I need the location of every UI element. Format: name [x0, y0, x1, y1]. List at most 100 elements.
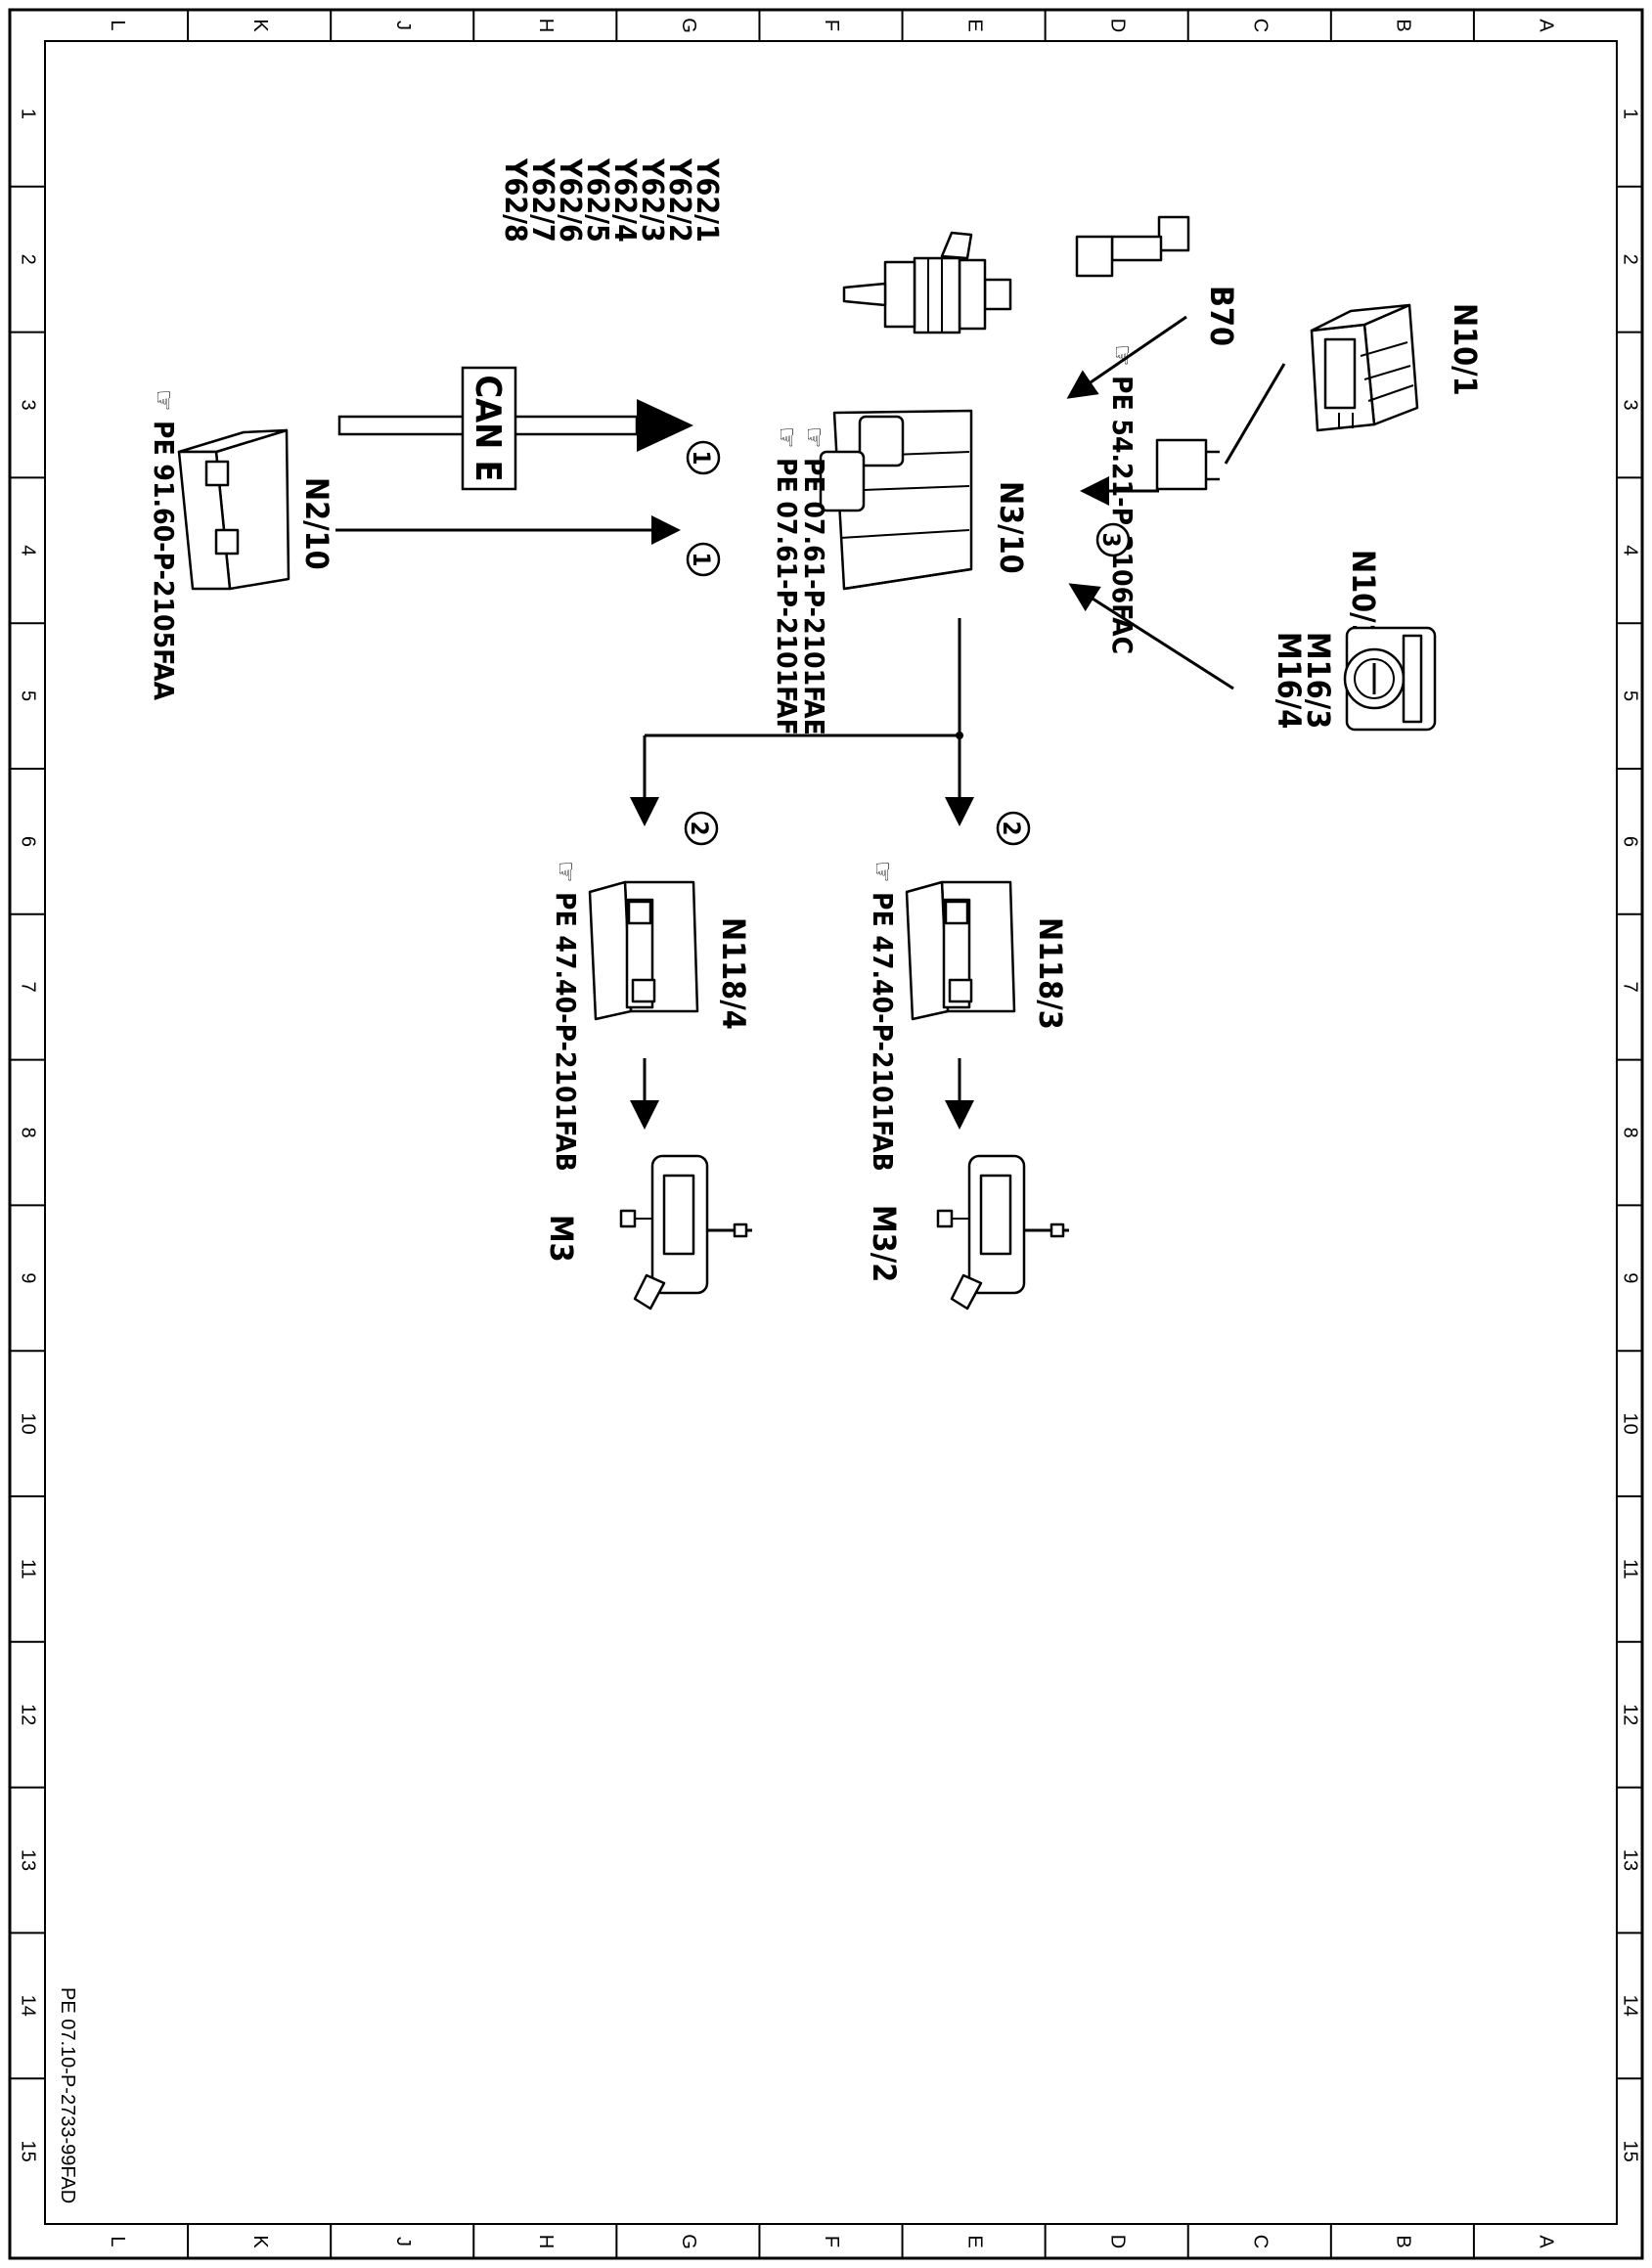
n10-1kn-ref-text: PE 54.21-P-2106FAC: [1106, 376, 1139, 654]
grid-row-label-left: 7: [18, 982, 39, 993]
n118-4-ref: ☞ PE 47.40-P-2101FAB: [550, 861, 582, 1172]
grid-row-label-left: 13: [18, 1849, 39, 1871]
grid-column-label-bottom: H: [535, 2235, 557, 2248]
grid-column-label-bottom: F: [821, 2236, 842, 2247]
b70-to-ecu-arrow: [1066, 315, 1187, 399]
grid-column-label-top: K: [249, 19, 271, 32]
grid-row-label-right: 14: [1620, 1995, 1641, 2017]
hand-icon: ☞: [798, 426, 830, 449]
y62-4-label: Y62/4: [607, 157, 642, 243]
y62-3-label: Y62/3: [635, 157, 669, 243]
marker-2b-text: 2: [686, 821, 713, 835]
m3-fuel-pump-icon: [619, 1154, 752, 1311]
n118-4-label: N118/4: [715, 917, 752, 1030]
m16-4-label: M16/4: [1271, 632, 1308, 729]
marker-2a-text: 2: [998, 821, 1025, 835]
grid-row-label-left: 12: [18, 1704, 39, 1725]
grid-column-label-top: L: [107, 20, 128, 30]
n2-10-ref-text: PE 91.60-P-2105FAA: [148, 421, 180, 701]
grid-column-label-bottom: B: [1393, 2235, 1414, 2247]
marker-1-direct-text: 1: [688, 552, 715, 566]
grid-row-label-right: 2: [1620, 254, 1641, 265]
y62-2-label: Y62/2: [662, 157, 696, 243]
y62-5-label: Y62/5: [580, 157, 614, 243]
sheet-border: [8, 8, 1644, 2260]
y62-injector-icon: [842, 231, 1012, 334]
grid-row-label-left: 1: [18, 109, 39, 119]
n10-1-label: N10/1: [1447, 303, 1484, 396]
marker-1-can-text: 1: [688, 450, 715, 465]
grid-row-label-left: 14: [18, 1995, 39, 2017]
grid-row-label-right: 8: [1620, 1127, 1641, 1137]
y62-6-label: Y62/6: [553, 157, 587, 243]
grid-row-label-right: 7: [1620, 982, 1641, 993]
n118-3-label: N118/3: [1032, 917, 1069, 1030]
marker-3-text: 3: [1097, 532, 1125, 547]
grid-column-label-top: E: [963, 19, 985, 31]
throttle-to-ecu-arrow: [1068, 583, 1234, 690]
grid-row-label-left: 15: [18, 2140, 39, 2161]
m3-label: M3: [543, 1215, 580, 1263]
n3-10-ecu-icon: [819, 409, 973, 591]
n118-4-ref-text: PE 47.40-P-2101FAB: [550, 892, 582, 1172]
n118-4-fuel-pump-cu-icon: [588, 880, 699, 1021]
hand-icon: ☞: [148, 389, 180, 412]
grid-column-label-top: A: [1536, 19, 1557, 32]
grid-column-label-bottom: K: [249, 2235, 271, 2248]
n3-10-ref-2: PE 07.61-P-2101FAF: [771, 458, 803, 735]
grid-column-label-bottom: G: [678, 2234, 699, 2249]
grid-column-label-bottom: C: [1249, 2235, 1271, 2248]
n3-10-ref-1: PE 07.61-P-2101FAE: [798, 458, 830, 735]
marker-3: 3: [1095, 522, 1131, 557]
grid-row-label-right: 5: [1620, 690, 1641, 701]
m3-2-label: M3/2: [866, 1205, 903, 1282]
grid-row-label-left: 10: [18, 1412, 39, 1434]
grid-column-label-bottom: J: [392, 2237, 414, 2246]
grid-row-label-left: 3: [18, 399, 39, 410]
grid-row-label-left: 2: [18, 254, 39, 265]
n3-10-label: N3/10: [993, 481, 1030, 574]
grid-row-label-left: 5: [18, 690, 39, 701]
grid-column-label-bottom: L: [107, 2236, 128, 2246]
can-e-bus-arrow: CAN E: [337, 366, 693, 491]
grid-column-label-top: H: [535, 19, 557, 32]
n118-3-ref: ☞ PE 47.40-P-2101FAB: [867, 861, 899, 1172]
m16-labels: M16/3 M16/4: [1271, 632, 1337, 729]
grid-row-label-right: 1: [1620, 109, 1641, 119]
n10-1-to-relay-line: [1224, 363, 1286, 465]
n118-3-ref-text: PE 47.40-P-2101FAB: [867, 892, 899, 1172]
m16-3-label: M16/3: [1300, 632, 1337, 729]
grid-row-label-right: 12: [1620, 1704, 1641, 1725]
grid-row-label-left: 6: [18, 836, 39, 847]
grid-row-label-right: 9: [1620, 1272, 1641, 1283]
m16-throttle-actuator-icon: [1343, 626, 1437, 732]
marker-2b: 2: [684, 811, 719, 846]
b70-label: B70: [1203, 286, 1240, 346]
y62-labels: Y62/1 Y62/2 Y62/3 Y62/4 Y62/5 Y62/6 Y62/…: [498, 157, 724, 243]
n2-10-label: N2/10: [298, 477, 335, 570]
hand-icon: ☞: [1106, 344, 1139, 367]
grid-row-label-right: 11: [1620, 1559, 1641, 1579]
grid-column-label-top: F: [821, 20, 842, 31]
n10-1-sam-unit-icon: [1310, 303, 1419, 432]
n10-1kn-ref: ☞ PE 54.21-P-2106FAC: [1106, 344, 1139, 654]
grid-row-label-right: 4: [1620, 545, 1641, 556]
grid-row-label-left: 9: [18, 1272, 39, 1283]
marker-1-direct: 1: [686, 542, 721, 577]
b70-crankshaft-sensor-icon: [1075, 215, 1190, 278]
n2-10-ref: ☞ PE 91.60-P-2105FAA: [148, 389, 180, 701]
marker-2a: 2: [996, 811, 1031, 846]
grid-row-label-right: 3: [1620, 399, 1641, 410]
hand-icon: ☞: [867, 861, 899, 883]
y62-8-label: Y62/8: [498, 157, 532, 243]
grid-column-label-top: B: [1393, 19, 1414, 31]
y62-1-label: Y62/1: [690, 157, 724, 243]
footer-doc-id: PE 07.10-P-2733-99FAD: [57, 1987, 78, 2203]
y62-7-label: Y62/7: [525, 157, 559, 243]
grid-row-label-right: 15: [1620, 2140, 1641, 2161]
hand-icon: ☞: [771, 426, 803, 449]
n10-1kn-relay-icon: [1155, 438, 1220, 491]
can-e-label: CAN E: [468, 375, 508, 481]
